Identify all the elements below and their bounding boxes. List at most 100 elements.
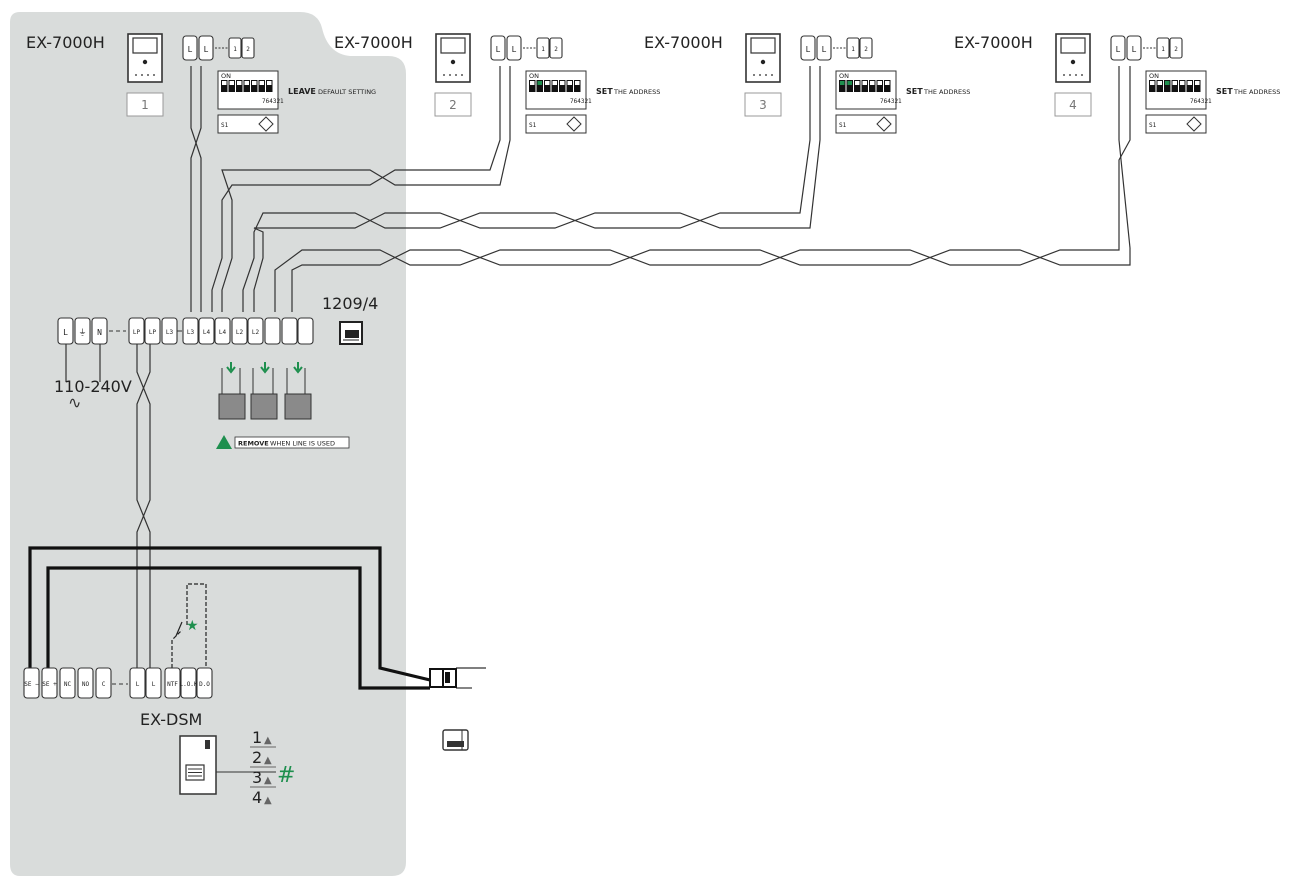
hash-symbol: # <box>277 763 295 788</box>
dip-instruction: THE ADDRESS <box>1233 88 1280 96</box>
svg-text:SE −: SE − <box>24 681 39 688</box>
monitor-terminal <box>198 35 214 61</box>
monitor-icon <box>435 33 471 83</box>
monitor-terminal <box>800 35 816 61</box>
svg-text:764321: 764321 <box>880 98 902 105</box>
svg-text:L3: L3 <box>187 329 195 336</box>
svg-text:LP: LP <box>133 329 141 336</box>
monitor-model: EX-7000H <box>26 33 105 52</box>
svg-text:L: L <box>1116 45 1121 54</box>
svg-text:ON: ON <box>529 72 539 80</box>
svg-text:C: C <box>102 681 106 688</box>
exit-button-contact <box>175 621 183 637</box>
svg-text:764321: 764321 <box>262 98 284 105</box>
line-terminal <box>297 317 314 345</box>
remove-warning: REMOVE WHEN LINE IS USED <box>216 435 350 449</box>
monitor-number: 3 <box>759 98 767 112</box>
svg-text:L: L <box>188 45 193 54</box>
dip-instruction-bold: SET <box>906 87 923 96</box>
svg-text:NO: NO <box>82 681 90 688</box>
door-lock-icon <box>429 668 457 688</box>
svg-text:NTF: NTF <box>167 681 178 688</box>
bus-wiring <box>65 66 1131 668</box>
svg-text:1: 1 <box>233 46 237 53</box>
monitor-icon <box>745 33 781 83</box>
svg-text:⏚: ⏚ <box>79 328 87 337</box>
svg-text:L: L <box>512 45 517 54</box>
door-station-panel-icon <box>179 735 276 795</box>
svg-text:L3: L3 <box>166 329 174 336</box>
monitor-terminal <box>182 35 198 61</box>
svg-text:REMOVE: REMOVE <box>238 440 269 448</box>
svg-text:L: L <box>1132 45 1137 54</box>
monitor-terminal <box>816 35 832 61</box>
monitor-model: EX-7000H <box>334 33 413 52</box>
button-number: 1 <box>252 728 262 747</box>
door-terminal <box>164 667 181 699</box>
svg-text:764321: 764321 <box>1190 98 1212 105</box>
lock-wiring <box>28 546 486 690</box>
dip-instruction: THE ADDRESS <box>613 88 660 96</box>
svg-text:SE +: SE + <box>42 681 57 688</box>
dip-instruction: THE ADDRESS <box>923 88 970 96</box>
svg-text:1: 1 <box>541 46 545 53</box>
svg-text:2: 2 <box>554 46 558 53</box>
door-terminal <box>23 667 40 699</box>
bell-icon: ▲ <box>264 775 272 786</box>
mains-terminal <box>74 317 91 345</box>
bell-icon: ▲ <box>264 795 272 806</box>
svg-text:2: 2 <box>246 46 250 53</box>
door-terminal <box>59 667 76 699</box>
psu-model: 1209/4 <box>322 294 378 313</box>
line-terminal <box>214 317 231 345</box>
svg-text:1: 1 <box>851 46 855 53</box>
exit-button-wire <box>171 583 207 668</box>
monitor-model: EX-7000H <box>644 33 723 52</box>
svg-text:L: L <box>204 45 209 54</box>
line-terminal <box>231 317 248 345</box>
svg-text:S1: S1 <box>529 122 537 129</box>
button-number: 2 <box>252 748 262 767</box>
monitor-terminal <box>506 35 522 61</box>
svg-text:L: L <box>496 45 501 54</box>
power-supply-icon <box>339 321 363 345</box>
door-terminal <box>145 667 162 699</box>
svg-text:S1: S1 <box>221 122 229 129</box>
door-terminal <box>129 667 146 699</box>
dip-switch: ON 764321 <box>525 70 592 110</box>
svg-text:WHEN LINE IS USED: WHEN LINE IS USED <box>270 440 335 448</box>
svg-text:L2: L2 <box>252 329 260 336</box>
svg-text:L: L <box>822 45 827 54</box>
monitor-icon <box>127 33 163 83</box>
monitor-model: EX-7000H <box>954 33 1033 52</box>
svg-text:764321: 764321 <box>570 98 592 105</box>
svg-text:D.O: D.O <box>199 681 210 688</box>
svg-text:ON: ON <box>221 72 231 80</box>
svg-text:L: L <box>63 328 68 337</box>
mains-terminal <box>57 317 74 345</box>
svg-text:L: L <box>136 681 140 688</box>
door-terminal <box>180 667 197 699</box>
svg-text:L4: L4 <box>203 329 211 336</box>
monitor-terminal <box>490 35 506 61</box>
s1-switch: S1 <box>525 114 587 134</box>
s1-switch: S1 <box>217 114 279 134</box>
line-terminal <box>247 317 264 345</box>
jumper-2 <box>250 362 278 420</box>
line-terminal <box>144 317 161 345</box>
door-terminal <box>41 667 58 699</box>
dip-instruction-bold: SET <box>596 87 613 96</box>
svg-text:1: 1 <box>1161 46 1165 53</box>
jumpers <box>218 362 312 420</box>
door-terminal <box>196 667 213 699</box>
dip-instruction: DEFAULT SETTING <box>318 88 376 96</box>
door-terminal <box>95 667 112 699</box>
svg-text:L.O.K: L.O.K <box>179 681 197 688</box>
